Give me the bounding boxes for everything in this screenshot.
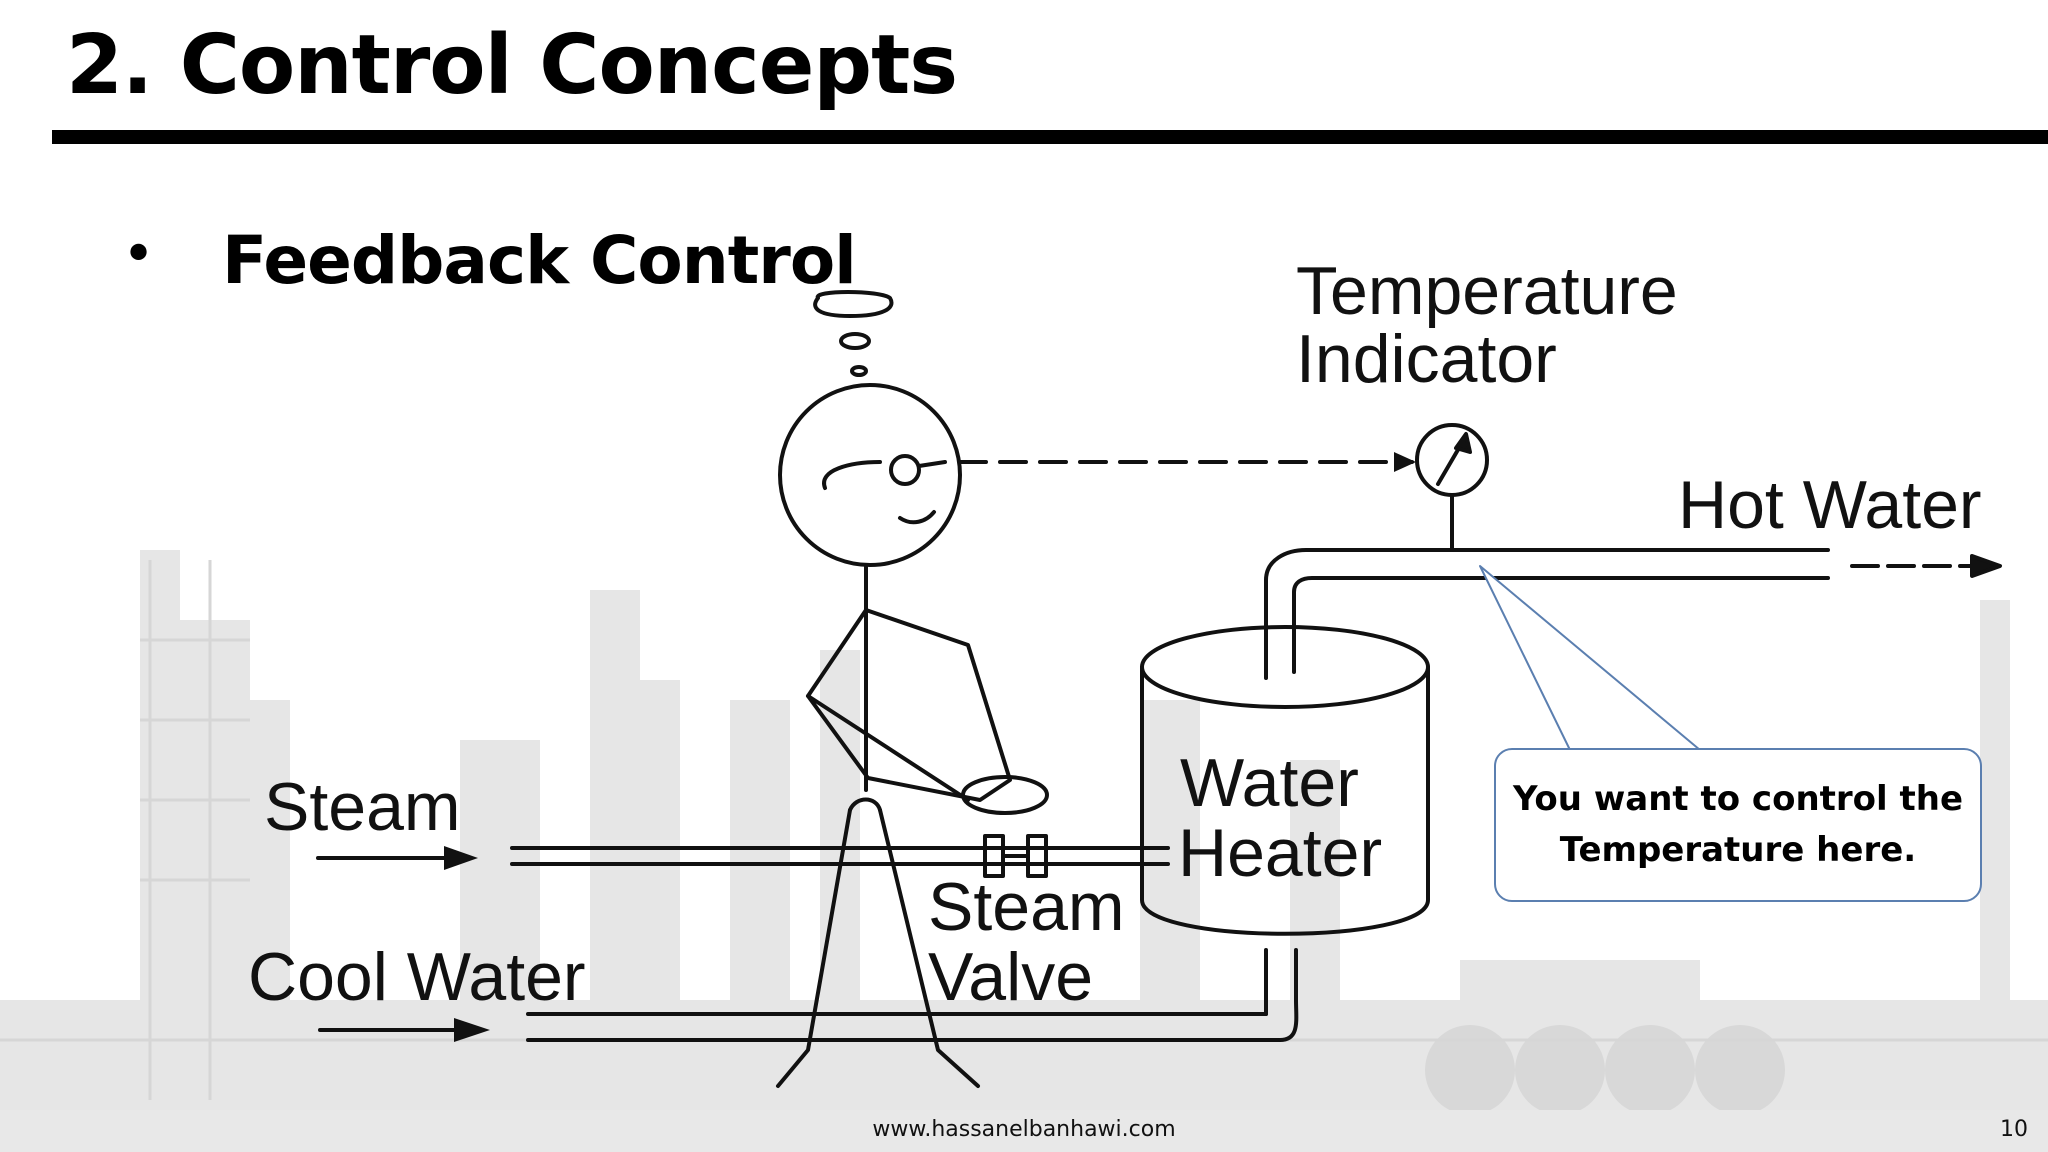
steam-valve-label-line1: Steam — [928, 869, 1125, 945]
callout-text-line2: Temperature here. — [1559, 830, 1917, 870]
title-underline — [52, 130, 2048, 144]
steam-label: Steam — [264, 769, 461, 845]
water-heater-label-line2: Heater — [1178, 815, 1383, 891]
steam-pipe — [510, 834, 1170, 878]
bullet-heading: Feedback Control — [222, 222, 857, 299]
cool-water-label: Cool Water — [248, 939, 586, 1015]
steam-inlet-arrow — [316, 846, 478, 870]
temperature-indicator-label-line1: Temperature — [1296, 253, 1678, 329]
thought-bubbles — [813, 290, 894, 377]
callout-box: You want to control the Temperature here… — [1494, 748, 1982, 902]
slide-title: 2. Control Concepts — [66, 18, 958, 113]
bullet-marker: • — [122, 222, 156, 287]
operator-figure — [776, 383, 1049, 1088]
hot-water-pipe — [1264, 548, 2002, 680]
temperature-indicator-label-line2: Indicator — [1296, 321, 1557, 397]
cool-water-inlet-arrow — [318, 1018, 490, 1042]
cool-water-pipe — [526, 948, 1299, 1042]
water-heater-label-line1: Water — [1180, 745, 1359, 821]
footer-url[interactable]: www.hassanelbanhawi.com — [872, 1117, 1176, 1142]
hot-water-label: Hot Water — [1678, 467, 1982, 543]
footer-bar — [0, 1110, 2048, 1152]
water-heater-tank — [1140, 625, 1430, 936]
callout-pointer — [1479, 565, 1701, 751]
page-number: 10 — [2000, 1117, 2028, 1142]
callout-text-line1: You want to control the — [1512, 779, 1964, 819]
steam-valve-label-line2: Valve — [928, 939, 1094, 1015]
temperature-gauge — [1415, 423, 1489, 552]
